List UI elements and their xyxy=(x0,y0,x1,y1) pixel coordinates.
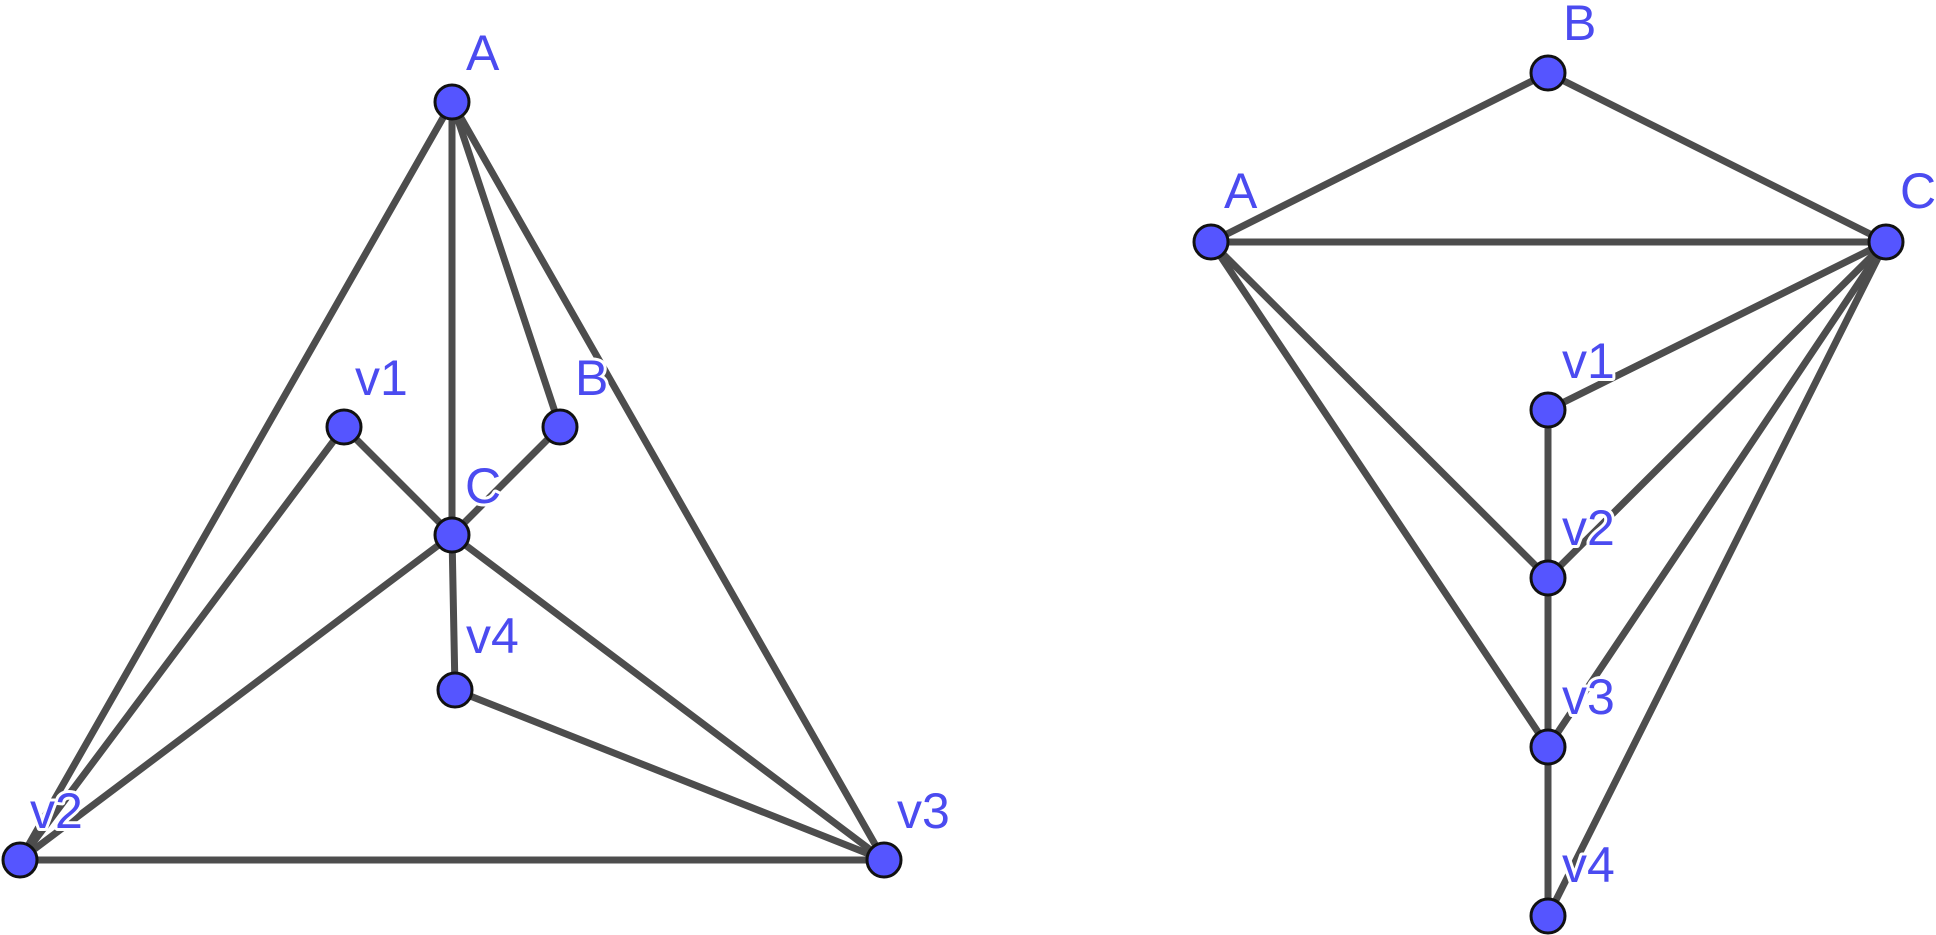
left-node-a xyxy=(433,83,471,121)
right-graph-edges xyxy=(1207,69,1890,920)
right-graph-nodes xyxy=(1192,54,1905,935)
right-edge-a-v3 xyxy=(1207,238,1552,751)
left-edge-a-v3 xyxy=(448,98,888,864)
left-label-v2: v2 xyxy=(30,783,83,839)
right-label-v1: v1 xyxy=(1562,333,1615,389)
left-edge-a-v2 xyxy=(16,98,456,864)
left-node-b xyxy=(541,408,579,446)
right-edge-b-c xyxy=(1544,69,1890,246)
left-edge-a-b xyxy=(448,98,564,431)
right-edge-a-b xyxy=(1207,69,1552,246)
left-graph-labels: A B Cv1 v2 v3 v4 xyxy=(27,22,953,842)
right-edge-c-v2 xyxy=(1544,238,1890,582)
right-edge-c-v1 xyxy=(1544,238,1890,414)
right-node-v3 xyxy=(1529,728,1567,766)
right-label-c: C xyxy=(1900,163,1936,219)
left-label-v4: v4 xyxy=(466,608,519,664)
left-node-c xyxy=(433,516,471,554)
right-label-b: B xyxy=(1563,0,1596,51)
left-label-b: B xyxy=(575,350,608,406)
left-edge-b-c xyxy=(448,423,564,539)
left-label-c: C xyxy=(465,458,501,514)
left-graph: A B Cv1 v2 v3 v4 xyxy=(1,22,953,879)
left-edge-v1-c xyxy=(340,423,456,539)
left-label-v1: v1 xyxy=(355,350,408,406)
right-edge-a-v2 xyxy=(1207,238,1552,582)
left-node-v2 xyxy=(1,841,39,879)
right-label-v3: v3 xyxy=(1562,669,1615,725)
right-node-c xyxy=(1867,223,1905,261)
left-edge-c-v4 xyxy=(448,531,459,694)
right-graph: A B Cv1 v2 v3 v4 xyxy=(1192,0,1936,935)
left-graph-edges xyxy=(16,98,888,864)
left-graph-nodes xyxy=(1,83,903,879)
left-node-v4 xyxy=(436,671,474,709)
right-node-v2 xyxy=(1529,559,1567,597)
right-edge-c-v4 xyxy=(1544,238,1890,920)
left-edge-v4-v3 xyxy=(451,686,888,864)
left-label-a: A xyxy=(466,25,500,81)
right-label-v4: v4 xyxy=(1562,837,1615,893)
right-label-a: A xyxy=(1224,163,1258,219)
right-node-a xyxy=(1192,223,1230,261)
left-edge-v2-c xyxy=(16,531,456,864)
right-label-v2: v2 xyxy=(1562,500,1615,556)
right-edge-c-v3 xyxy=(1544,238,1890,751)
left-node-v3 xyxy=(865,841,903,879)
right-graph-labels: A B Cv1 v2 v3 v4 xyxy=(1221,0,1936,896)
left-label-v3: v3 xyxy=(897,783,950,839)
right-node-v1 xyxy=(1529,391,1567,429)
right-node-b xyxy=(1529,54,1567,92)
left-edge-v2-v1 xyxy=(16,423,348,864)
left-node-v1 xyxy=(325,408,363,446)
right-node-v4 xyxy=(1529,897,1567,935)
left-edge-c-v3 xyxy=(448,531,888,864)
